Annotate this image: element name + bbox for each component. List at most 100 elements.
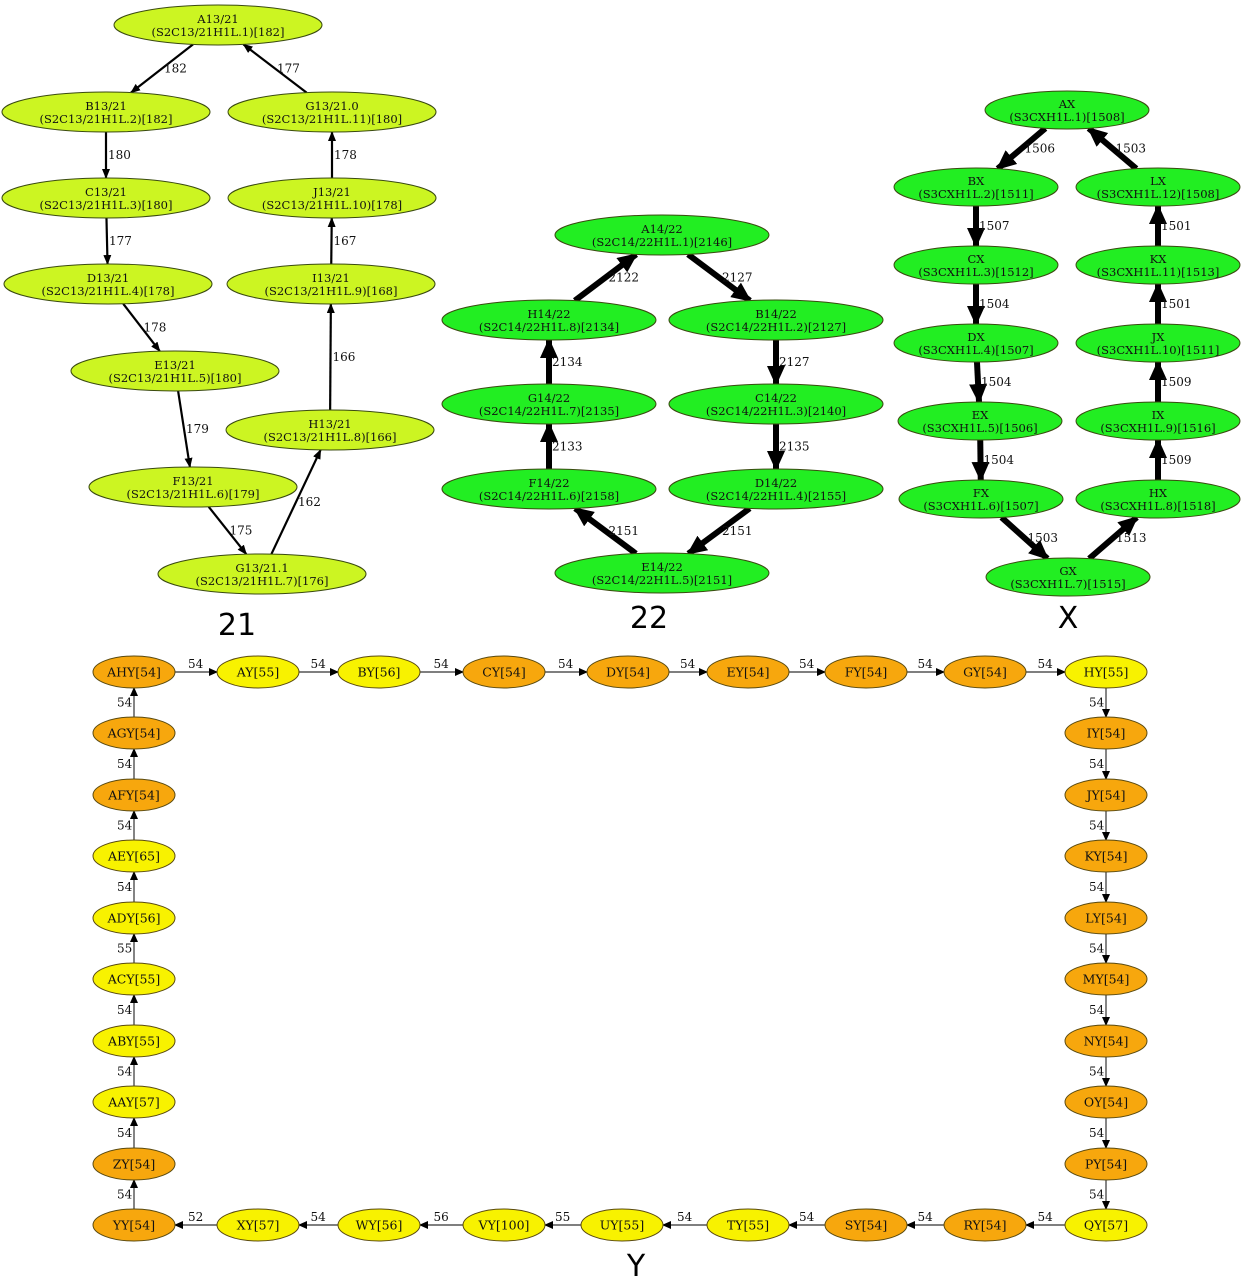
node-my-54[interactable]: MY[54] [1064,962,1148,996]
node-shape [1075,323,1241,363]
node-vy-100[interactable]: VY[100] [462,1208,546,1242]
edge-d13-21-to-e13-21 [122,303,161,353]
node-fx[interactable]: FX(S3CXH1L.6)[1507] [898,479,1064,519]
node-jy-54[interactable]: JY[54] [1064,778,1148,812]
node-fy-54[interactable]: FY[54] [824,655,908,689]
edge-label: 54 [311,1210,327,1224]
node-e13-21[interactable]: E13/21(S2C13/21H1L.5)[180] [70,350,280,392]
edge-label: 54 [1089,1003,1105,1017]
node-acy-55[interactable]: ACY[55] [92,962,176,996]
node-g14-22[interactable]: G14/22(S2C14/22H1L.7)[2135] [441,383,657,425]
node-hx[interactable]: HX(S3CXH1L.8)[1518] [1075,479,1241,519]
node-by-56[interactable]: BY[56] [337,655,421,689]
node-ly-54[interactable]: LY[54] [1064,901,1148,935]
node-ady-56[interactable]: ADY[56] [92,901,176,935]
node-wy-56[interactable]: WY[56] [337,1208,421,1242]
node-ax[interactable]: AX(S3CXH1L.1)[1508] [984,90,1150,130]
node-sy-54[interactable]: SY[54] [824,1208,908,1242]
node-lx[interactable]: LX(S3CXH1L.12)[1508] [1075,167,1241,207]
node-e14-22[interactable]: E14/22(S2C14/22H1L.5)[2151] [554,552,770,594]
node-gx[interactable]: GX(S3CXH1L.7)[1515] [985,557,1151,597]
node-afy-54[interactable]: AFY[54] [92,778,176,812]
node-ix[interactable]: IX(S3CXH1L.9)[1516] [1075,401,1241,441]
node-iy-54[interactable]: IY[54] [1064,716,1148,750]
node-g13-21-1[interactable]: G13/21.1(S2C13/21H1L.7)[176] [157,553,367,595]
node-j13-21[interactable]: J13/21(S2C13/21H1L.10)[178] [227,177,437,219]
node-agy-54[interactable]: AGY[54] [92,716,176,750]
node-name: A14/22 [640,222,682,236]
node-cy-54[interactable]: CY[54] [462,655,546,689]
node-c14-22[interactable]: C14/22(S2C14/22H1L.3)[2140] [668,383,884,425]
node-d13-21[interactable]: D13/21(S2C13/21H1L.4)[178] [3,263,213,305]
node-h14-22[interactable]: H14/22(S2C14/22H1L.8)[2134] [441,299,657,341]
node-shape [1,177,211,219]
node-kx[interactable]: KX(S3CXH1L.11)[1513] [1075,245,1241,285]
node-ky-54[interactable]: KY[54] [1064,839,1148,873]
node-name: MY[54] [1083,972,1130,987]
node-g13-21-0[interactable]: G13/21.0(S2C13/21H1L.11)[180] [227,91,437,133]
node-name: JX [1151,330,1166,344]
node-name: GY[54] [963,665,1007,680]
node-ex[interactable]: EX(S3CXH1L.5)[1506] [897,401,1063,441]
node-name: EY[54] [726,665,769,680]
node-uy-55[interactable]: UY[55] [580,1208,664,1242]
node-name: G13/21.0 [305,99,358,113]
node-b14-22[interactable]: B14/22(S2C14/22H1L.2)[2127] [668,299,884,341]
node-cx[interactable]: CX(S3CXH1L.3)[1512] [893,245,1059,285]
edge-label: 54 [117,1003,133,1017]
node-name: AX [1058,97,1076,111]
edge-label: 1504 [981,375,1012,389]
node-oy-54[interactable]: OY[54] [1064,1085,1148,1119]
node-xy-57[interactable]: XY[57] [216,1208,300,1242]
node-c13-21[interactable]: C13/21(S2C13/21H1L.3)[180] [1,177,211,219]
node-shape [226,263,436,305]
edge-label: 178 [334,148,357,162]
node-ahy-54[interactable]: AHY[54] [92,655,176,689]
node-a13-21[interactable]: A13/21(S2C13/21H1L.1)[182] [113,4,323,46]
node-aay-57[interactable]: AAY[57] [92,1085,176,1119]
graph-21-title: 21 [218,608,256,643]
node-name: VY[100] [478,1218,530,1233]
edge-label: 54 [918,1210,934,1224]
node-ay-55[interactable]: AY[55] [216,655,300,689]
node-f14-22[interactable]: F14/22(S2C14/22H1L.6)[2158] [441,468,657,510]
node-dx[interactable]: DX(S3CXH1L.4)[1507] [893,323,1059,363]
node-name: DY[54] [606,665,650,680]
node-h13-21[interactable]: H13/21(S2C13/21H1L.8)[166] [225,409,435,451]
node-py-54[interactable]: PY[54] [1064,1147,1148,1181]
node-ry-54[interactable]: RY[54] [943,1208,1027,1242]
node-yy-54[interactable]: YY[54] [92,1208,176,1242]
node-jx[interactable]: JX(S3CXH1L.10)[1511] [1075,323,1241,363]
node-ey-54[interactable]: EY[54] [706,655,790,689]
node-ny-54[interactable]: NY[54] [1064,1024,1148,1058]
node-name: E14/22 [641,560,683,574]
node-name: ZY[54] [113,1157,156,1172]
node-name: A13/21 [196,12,238,26]
edge-label: 54 [117,1188,133,1202]
node-aby-55[interactable]: ABY[55] [92,1024,176,1058]
node-shape [3,263,213,305]
node-shape [554,214,770,256]
node-a14-22[interactable]: A14/22(S2C14/22H1L.1)[2146] [554,214,770,256]
node-detail: (S3CXH1L.2)[1511] [918,187,1033,201]
node-b13-21[interactable]: B13/21(S2C13/21H1L.2)[182] [1,91,211,133]
edge-label: 54 [799,1210,815,1224]
node-name: AGY[54] [107,726,161,741]
node-detail: (S3CXH1L.5)[1506] [922,421,1037,435]
node-aey-65[interactable]: AEY[65] [92,839,176,873]
node-f13-21[interactable]: F13/21(S2C13/21H1L.6)[179] [88,466,298,508]
node-zy-54[interactable]: ZY[54] [92,1147,176,1181]
node-i13-21[interactable]: I13/21(S2C13/21H1L.9)[168] [226,263,436,305]
node-qy-57[interactable]: QY[57] [1064,1208,1148,1242]
edge-label: 54 [677,1210,693,1224]
node-ty-55[interactable]: TY[55] [706,1208,790,1242]
edge-label: 167 [334,234,357,248]
node-name: CY[54] [482,665,525,680]
node-dy-54[interactable]: DY[54] [586,655,670,689]
node-hy-55[interactable]: HY[55] [1064,655,1148,689]
node-gy-54[interactable]: GY[54] [943,655,1027,689]
node-bx[interactable]: BX(S3CXH1L.2)[1511] [893,167,1059,207]
node-d14-22[interactable]: D14/22(S2C14/22H1L.4)[2155] [668,468,884,510]
node-shape [1075,245,1241,285]
node-name: I13/21 [312,271,350,285]
